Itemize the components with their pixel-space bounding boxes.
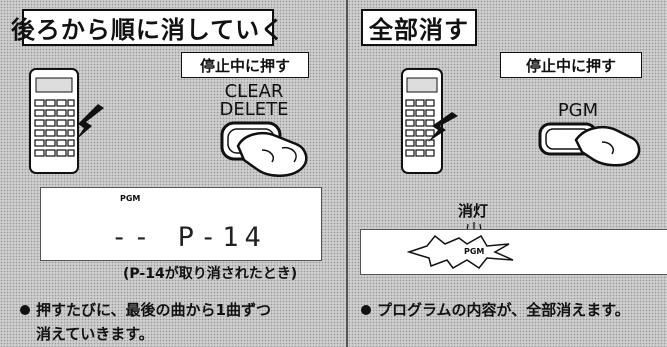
- pgm-button-illustration: [538, 122, 641, 167]
- right-instruction-tag: 停止中に押す: [500, 52, 642, 78]
- clear-delete-key-label: CLEAR DELETE: [214, 83, 294, 119]
- display-readout: -- P-14: [111, 222, 267, 253]
- delete-label: DELETE: [219, 99, 289, 120]
- section-divider: [346, 0, 348, 347]
- left-section-title: 後ろから順に消していく: [11, 9, 284, 46]
- right-note: プログラムの内容が、全部消えます。: [361, 298, 630, 322]
- right-section-title: 全部消す: [361, 9, 477, 46]
- display-caption: (P-14が取り消されたとき): [123, 266, 298, 282]
- left-note: 押すたびに、最後の曲から1曲ずつ 消えていきます。: [20, 298, 271, 346]
- pgm-key-label: PGM: [557, 100, 599, 121]
- left-note-line-2: 消えていきます。: [36, 325, 154, 343]
- left-instruction-tag: 停止中に押す: [181, 52, 309, 78]
- left-note-line-1: 押すたびに、最後の曲から1曲ずつ: [20, 298, 271, 322]
- bullet-icon: [20, 305, 30, 315]
- bullet-icon: [361, 305, 371, 315]
- left-display-panel: PGM -- P-14: [40, 187, 322, 261]
- clear-delete-button-illustration: [220, 121, 308, 177]
- pgm-indicator-off: PGM: [464, 247, 485, 256]
- remote-control-right: [401, 68, 458, 174]
- pgm-indicator: PGM: [120, 194, 141, 203]
- remote-control-left: [29, 68, 104, 174]
- off-label: 消灯: [458, 202, 489, 220]
- right-note-text: プログラムの内容が、全部消えます。: [377, 301, 630, 319]
- clear-label: CLEAR: [224, 81, 284, 102]
- left-note-text-1: 押すたびに、最後の曲から1曲ずつ: [36, 301, 271, 319]
- right-display-panel: PGM: [360, 229, 667, 275]
- burst-icon: [406, 234, 514, 270]
